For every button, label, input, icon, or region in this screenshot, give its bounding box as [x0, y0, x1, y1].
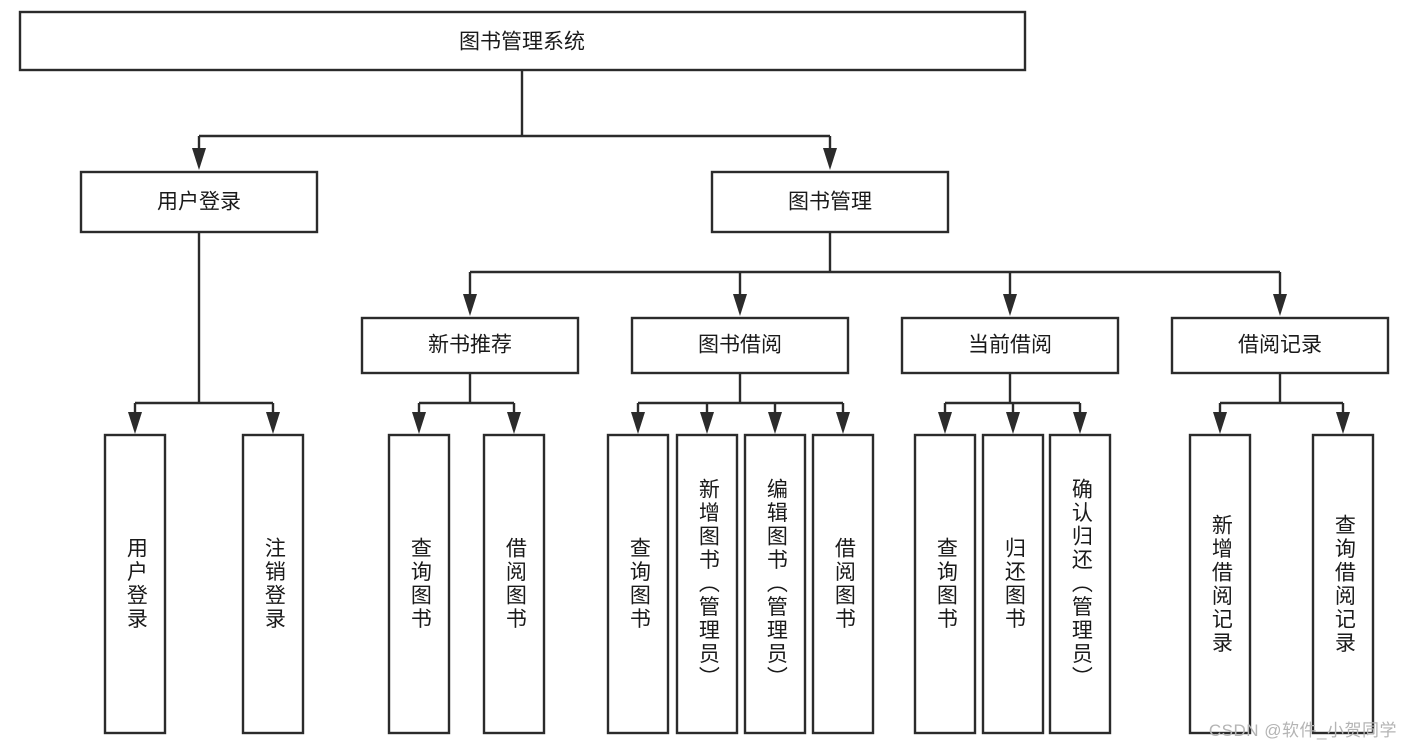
- connector-group-book-manage: [463, 232, 1287, 316]
- node-book-manage[interactable]: [710, 170, 950, 234]
- arrow-head-leaf-borrow-book-2: [836, 412, 850, 434]
- arrow-head-leaf-confirm-return: [1073, 412, 1087, 434]
- arrow-head-leaf-query-book-3: [938, 412, 952, 434]
- arrow-head-leaf-user-login: [128, 412, 142, 434]
- node-current-borrow[interactable]: [900, 316, 1120, 375]
- node-book-borrow[interactable]: [630, 316, 850, 375]
- arrow-head-borrow-record: [1273, 294, 1287, 316]
- arrow-head-leaf-query-book-1: [412, 412, 426, 434]
- node-root-label: 图书管理系统: [459, 31, 585, 54]
- connector-group-book-borrow: [631, 373, 850, 434]
- node-leaf-add-borrow-record[interactable]: [1188, 433, 1252, 735]
- arrow-head-book-manage: [823, 148, 837, 170]
- node-leaf-query-borrow-record[interactable]: [1311, 433, 1375, 735]
- node-leaf-borrow-book-1[interactable]: [482, 433, 546, 735]
- connector-group-current-borrow: [938, 373, 1087, 434]
- node-user-login-label: 用户登录: [157, 191, 241, 214]
- node-current-borrow-label: 当前借阅: [968, 334, 1052, 357]
- node-new-book-recommend[interactable]: [360, 316, 580, 375]
- node-leaf-return-book[interactable]: [981, 433, 1045, 735]
- arrow-head-current-borrow: [1003, 294, 1017, 316]
- arrow-head-user-login: [192, 148, 206, 170]
- arrow-head-leaf-add-borrow-record: [1213, 412, 1227, 434]
- connector-group-root: [192, 70, 837, 170]
- watermark-text: CSDN @软件_小贺同学: [1208, 721, 1397, 740]
- connector-group-borrow-record: [1213, 373, 1350, 434]
- arrow-head-leaf-logout-login: [266, 412, 280, 434]
- arrow-head-leaf-edit-book: [768, 412, 782, 434]
- arrow-head-leaf-return-book: [1006, 412, 1020, 434]
- node-borrow-record[interactable]: [1170, 316, 1390, 375]
- node-leaf-query-book-1[interactable]: [387, 433, 451, 735]
- node-new-book-recommend-label: 新书推荐: [428, 334, 512, 357]
- node-leaf-user-login[interactable]: [103, 433, 167, 735]
- arrow-head-book-borrow: [733, 294, 747, 316]
- node-leaf-confirm-return[interactable]: [1048, 433, 1112, 735]
- node-leaf-edit-book[interactable]: [743, 433, 807, 735]
- arrow-head-leaf-borrow-book-1: [507, 412, 521, 434]
- node-borrow-record-label: 借阅记录: [1238, 334, 1322, 357]
- node-user-login[interactable]: [79, 170, 319, 234]
- arrow-head-leaf-query-borrow-record: [1336, 412, 1350, 434]
- arrow-head-leaf-query-book-2: [631, 412, 645, 434]
- node-leaf-add-book[interactable]: [675, 433, 739, 735]
- node-book-borrow-label: 图书借阅: [698, 334, 782, 357]
- arrow-head-new-book-recommend: [463, 294, 477, 316]
- connector-group-user-login: [128, 232, 280, 434]
- node-leaf-logout-login[interactable]: [241, 433, 305, 735]
- node-leaf-borrow-book-2[interactable]: [811, 433, 875, 735]
- node-leaf-query-book-2[interactable]: [606, 433, 670, 735]
- arrow-head-leaf-add-book: [700, 412, 714, 434]
- node-leaf-query-book-3[interactable]: [913, 433, 977, 735]
- node-root[interactable]: [18, 10, 1027, 72]
- connector-group-new-book-recommend: [412, 373, 521, 434]
- node-book-manage-label: 图书管理: [788, 191, 872, 214]
